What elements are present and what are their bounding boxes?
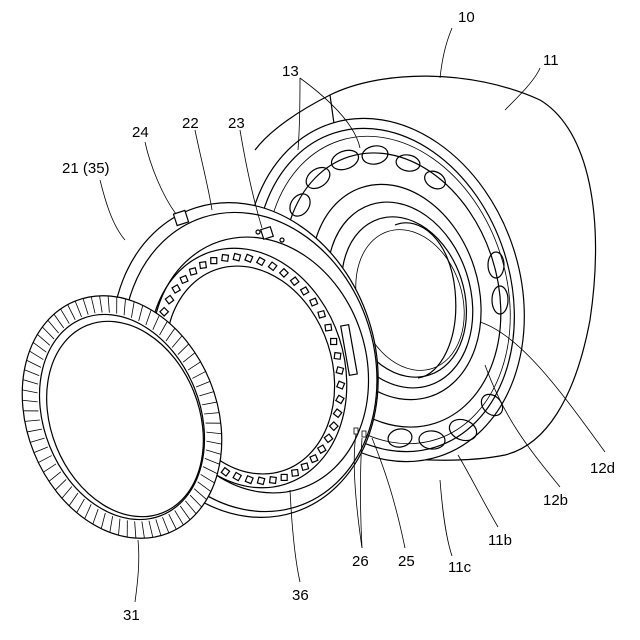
label-24: 24 <box>132 124 149 141</box>
label-10: 10 <box>458 9 475 26</box>
coil-slot <box>233 254 240 261</box>
label-12b: 12b <box>543 492 568 509</box>
coil-slot <box>318 311 325 318</box>
connector-23 <box>261 227 274 240</box>
coil-slot <box>336 367 343 374</box>
coil-slot <box>292 470 299 477</box>
coil-slot <box>310 298 318 306</box>
coil-slot <box>222 255 229 262</box>
label-31: 31 <box>123 607 140 624</box>
label-26: 26 <box>352 553 369 570</box>
coil-slot <box>281 474 287 480</box>
label-21-35: 21 (35) <box>62 160 110 177</box>
coil-slot <box>180 276 188 284</box>
coil-slot <box>270 477 277 484</box>
coil-slot <box>200 262 207 269</box>
coil-slot <box>245 254 253 262</box>
coil-slot <box>245 476 253 484</box>
coil-slot <box>211 258 217 264</box>
label-11c: 11c <box>448 559 472 576</box>
coil-slot <box>331 338 337 344</box>
label-13: 13 <box>282 63 299 80</box>
label-36: 36 <box>292 587 309 604</box>
label-11b: 11b <box>488 532 512 549</box>
coil-slot <box>257 477 264 484</box>
coil-slot <box>325 324 332 331</box>
label-25: 25 <box>398 553 415 570</box>
label-12d: 12d <box>590 460 615 477</box>
label-22: 22 <box>182 115 199 132</box>
coil-slot <box>337 381 345 389</box>
label-23: 23 <box>228 115 245 132</box>
coil-slot <box>189 268 196 275</box>
coil-slot <box>334 353 341 360</box>
label-11: 11 <box>543 52 559 69</box>
coil-slot <box>310 455 318 463</box>
coil-slot <box>301 463 308 470</box>
